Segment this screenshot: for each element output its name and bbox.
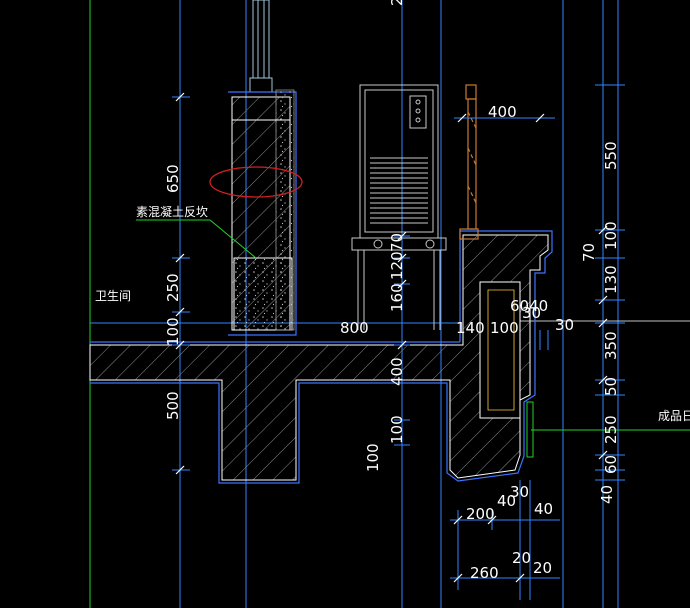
leader-lines (136, 219, 690, 458)
dim-50: 50 (602, 377, 620, 396)
dim-400-top: 400 (488, 103, 517, 121)
dimension-ticks (175, 92, 608, 583)
dim-60: 60 (602, 455, 620, 474)
dim-70-right: 70 (580, 243, 598, 262)
dim-30-bottom: 30 (510, 483, 529, 501)
dim-100-low: 100 (364, 443, 382, 472)
equipment-vent (370, 157, 428, 224)
dim-70-mid: 70 (388, 233, 406, 252)
dim-30-a: 30 (522, 304, 541, 322)
dim-550: 550 (602, 141, 620, 170)
curb-label: 素混凝土反坎 (136, 204, 208, 219)
dim-260: 260 (470, 564, 499, 582)
handrail (459, 84, 479, 240)
dim-40-right: 40 (598, 485, 616, 504)
edge-beam-cavity-inner (487, 289, 515, 411)
highlight-ellipse (209, 166, 303, 198)
dim-30-b: 30 (555, 316, 574, 334)
dim-100-left: 100 (164, 317, 182, 346)
finished-product-label: 成品日 (658, 409, 690, 423)
dim-650: 650 (164, 164, 182, 193)
dim-250-right: 250 (602, 415, 620, 444)
window-frame (249, 0, 273, 93)
dim-200: 200 (466, 505, 495, 523)
dim-350: 350 (602, 331, 620, 360)
insulation-layer (90, 230, 553, 484)
dim-120: 120 (388, 251, 406, 280)
dim-100-mid: 100 (388, 415, 406, 444)
dim-250-left: 250 (164, 273, 182, 302)
concrete-structure (89, 234, 549, 481)
wall-cladding (275, 89, 295, 331)
dimension-lines (172, 84, 625, 600)
dim-40-bottom: 40 (497, 492, 516, 510)
dim-100-beam: 100 (490, 319, 519, 337)
equipment-stand (351, 237, 447, 330)
dim-400-mid: 400 (388, 357, 406, 386)
dim-140: 140 (456, 319, 485, 337)
dim-20-b: 20 (533, 559, 552, 577)
dim-500: 500 (164, 391, 182, 420)
dim-20-a: 20 (512, 549, 531, 567)
dim-800: 800 (340, 319, 369, 337)
room-name-label: 卫生间 (95, 289, 131, 303)
wall-insulation (228, 91, 297, 336)
dim-100-right: 100 (602, 221, 620, 250)
dim-6040: 6040 (510, 297, 548, 315)
dim-top-cut: 2 (388, 0, 406, 6)
dim-40-bottom-right: 40 (534, 500, 553, 518)
dim-160: 160 (388, 283, 406, 312)
equipment-unit (359, 84, 439, 239)
edge-beam-cavity (479, 281, 521, 419)
dim-130: 130 (602, 265, 620, 294)
